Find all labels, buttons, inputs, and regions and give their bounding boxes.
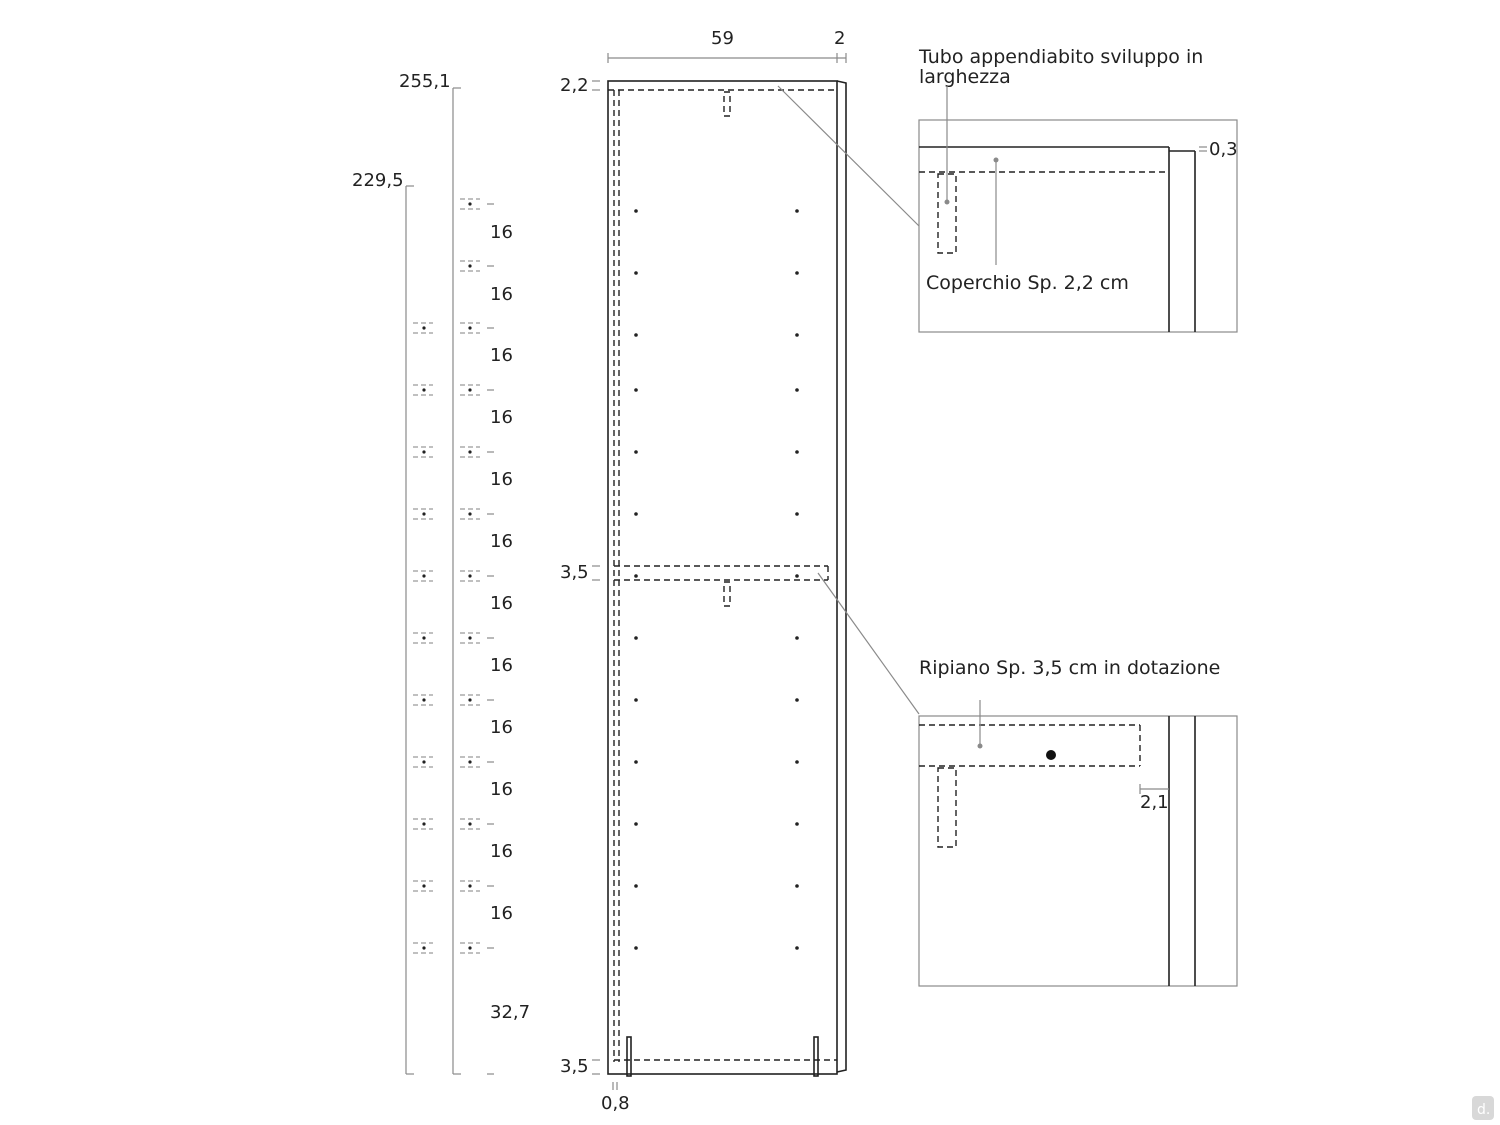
peg-hole xyxy=(634,760,638,764)
inner-height-label: 229,5 xyxy=(352,170,404,191)
peg-hole xyxy=(795,271,799,275)
hole-marker xyxy=(468,388,472,392)
shelf-peg-holes xyxy=(634,209,799,950)
hole-marker xyxy=(422,760,426,764)
tube-label: Tubo appendiabito sviluppo in xyxy=(918,46,1203,68)
peg-hole xyxy=(795,450,799,454)
thickness-ticks xyxy=(592,80,618,1090)
cover-label: Coperchio Sp. 2,2 cm xyxy=(926,272,1129,294)
shelf-detail-callout xyxy=(918,700,1238,987)
peg-hole xyxy=(634,209,638,213)
hole-marker xyxy=(468,946,472,950)
width-label: 59 xyxy=(711,28,734,49)
spacing-label: 16 xyxy=(490,222,513,243)
plinth-offset-label: 0,8 xyxy=(601,1093,630,1114)
shelf-label: Ripiano Sp. 3,5 cm in dotazione xyxy=(919,657,1220,679)
hole-marker xyxy=(422,388,426,392)
watermark-text: d. xyxy=(1477,1102,1490,1118)
side-thickness-label: 2 xyxy=(834,28,845,49)
hole-marker xyxy=(422,822,426,826)
spacing-label: 16 xyxy=(490,717,513,738)
hole-marker xyxy=(468,264,472,268)
peg-hole xyxy=(795,946,799,950)
peg-hole xyxy=(795,760,799,764)
peg-hole xyxy=(634,822,638,826)
tube-label-line2: larghezza xyxy=(919,66,1011,88)
peg-hole xyxy=(795,884,799,888)
hole-marker xyxy=(468,450,472,454)
hole-marker xyxy=(468,512,472,516)
spacing-label: 16 xyxy=(490,469,513,490)
top-detail-callout xyxy=(918,86,1238,333)
peg-hole xyxy=(795,388,799,392)
spacing-label: 16 xyxy=(490,407,513,428)
peg-hole xyxy=(634,333,638,337)
hole-marker xyxy=(422,450,426,454)
peg-hole xyxy=(795,333,799,337)
spacing-label: 16 xyxy=(490,779,513,800)
cabinet-body xyxy=(607,80,847,1077)
hole-marker xyxy=(468,822,472,826)
height-dimension-rails xyxy=(405,87,494,1075)
hole-marker xyxy=(468,698,472,702)
top-thickness-label: 2,2 xyxy=(560,75,589,96)
hole-markers-left xyxy=(413,198,494,954)
hole-marker xyxy=(422,946,426,950)
hole-marker xyxy=(468,574,472,578)
spacing-label: 16 xyxy=(490,903,513,924)
peg-hole xyxy=(634,884,638,888)
callout-leaders xyxy=(777,85,920,715)
spacing-label: 16 xyxy=(490,531,513,552)
hole-marker xyxy=(422,326,426,330)
peg-hole xyxy=(795,822,799,826)
watermark-badge xyxy=(1472,1096,1494,1120)
hole-marker xyxy=(422,636,426,640)
overall-height-label: 255,1 xyxy=(399,71,451,92)
spacing-label: 16 xyxy=(490,345,513,366)
peg-hole xyxy=(634,450,638,454)
hole-marker xyxy=(468,202,472,206)
hole-marker xyxy=(468,760,472,764)
peg-hole xyxy=(795,512,799,516)
width-dimension xyxy=(607,53,847,63)
hole-marker xyxy=(468,326,472,330)
hole-marker xyxy=(422,698,426,702)
hole-marker xyxy=(468,636,472,640)
peg-hole xyxy=(634,946,638,950)
peg-hole xyxy=(795,209,799,213)
peg-hole xyxy=(634,512,638,516)
hole-marker xyxy=(422,574,426,578)
gap-label: 0,3 xyxy=(1209,139,1238,160)
spacing-label: 16 xyxy=(490,284,513,305)
peg-hole xyxy=(795,636,799,640)
offset-label: 2,1 xyxy=(1140,792,1169,813)
peg-hole xyxy=(634,574,638,578)
peg-hole xyxy=(634,698,638,702)
hole-marker xyxy=(422,884,426,888)
spacing-label: 16 xyxy=(490,841,513,862)
spacing-label: 16 xyxy=(490,655,513,676)
hole-marker xyxy=(422,512,426,516)
peg-hole xyxy=(634,388,638,392)
spacing-label: 16 xyxy=(490,593,513,614)
shelf-thickness-label: 3,5 xyxy=(560,562,589,583)
peg-hole xyxy=(795,574,799,578)
hole-marker xyxy=(468,884,472,888)
peg-hole xyxy=(634,636,638,640)
peg-hole xyxy=(795,698,799,702)
bottom-spacing-label: 32,7 xyxy=(490,1002,530,1023)
peg-hole xyxy=(634,271,638,275)
bottom-thickness-label: 3,5 xyxy=(560,1056,589,1077)
